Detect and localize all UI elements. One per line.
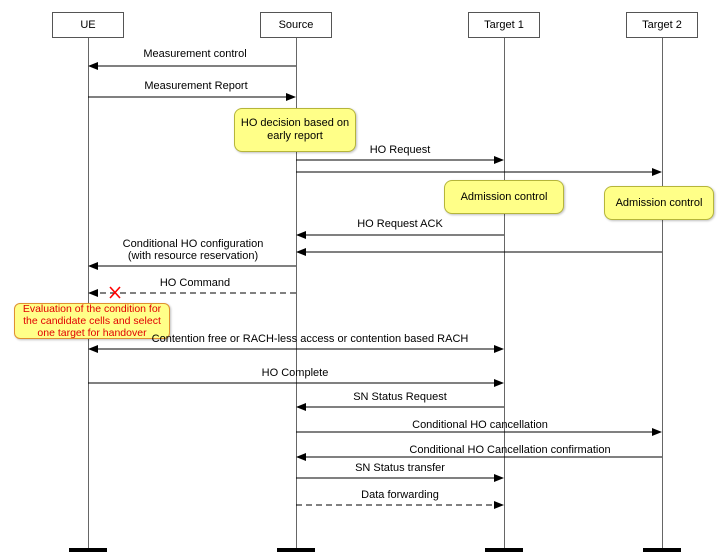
label-measurement-report: Measurement Report: [144, 80, 248, 92]
lifeline-end-target2: [643, 548, 681, 552]
label-data-forwarding: Data forwarding: [361, 489, 439, 501]
label-ho-request: HO Request: [369, 144, 431, 156]
lifeline-source: [296, 38, 297, 550]
blocked-x-icon: [109, 286, 121, 299]
label-conditional-ho-config: Conditional HO configuration (with resou…: [122, 238, 264, 262]
label-conditional-ho-cancellation: Conditional HO cancellation: [412, 419, 548, 431]
label-rach-access: Contention free or RACH-less access or c…: [151, 333, 469, 345]
label-measurement-control: Measurement control: [143, 48, 247, 60]
note-ho-decision: HO decision based on early report: [234, 108, 356, 152]
label-ho-request-ack: HO Request ACK: [357, 218, 443, 230]
entity-target1: Target 1: [468, 12, 540, 38]
note-admission-target2: Admission control: [604, 186, 714, 220]
label-sn-status-request: SN Status Request: [353, 391, 447, 403]
label-ho-complete: HO Complete: [261, 367, 329, 379]
lifeline-target1: [504, 38, 505, 550]
label-cancellation-confirmation: Conditional HO Cancellation confirmation: [409, 444, 611, 456]
lifeline-end-target1: [485, 548, 523, 552]
label-ho-command: HO Command: [159, 277, 231, 289]
lifeline-end-source: [277, 548, 315, 552]
entity-target2: Target 2: [626, 12, 698, 38]
label-sn-status-transfer: SN Status transfer: [355, 462, 445, 474]
lifeline-end-ue: [69, 548, 107, 552]
entity-ue: UE: [52, 12, 124, 38]
entity-source: Source: [260, 12, 332, 38]
note-evaluation: Evaluation of the condition for the cand…: [14, 303, 170, 339]
note-admission-target1: Admission control: [444, 180, 564, 214]
lifeline-target2: [662, 38, 663, 550]
